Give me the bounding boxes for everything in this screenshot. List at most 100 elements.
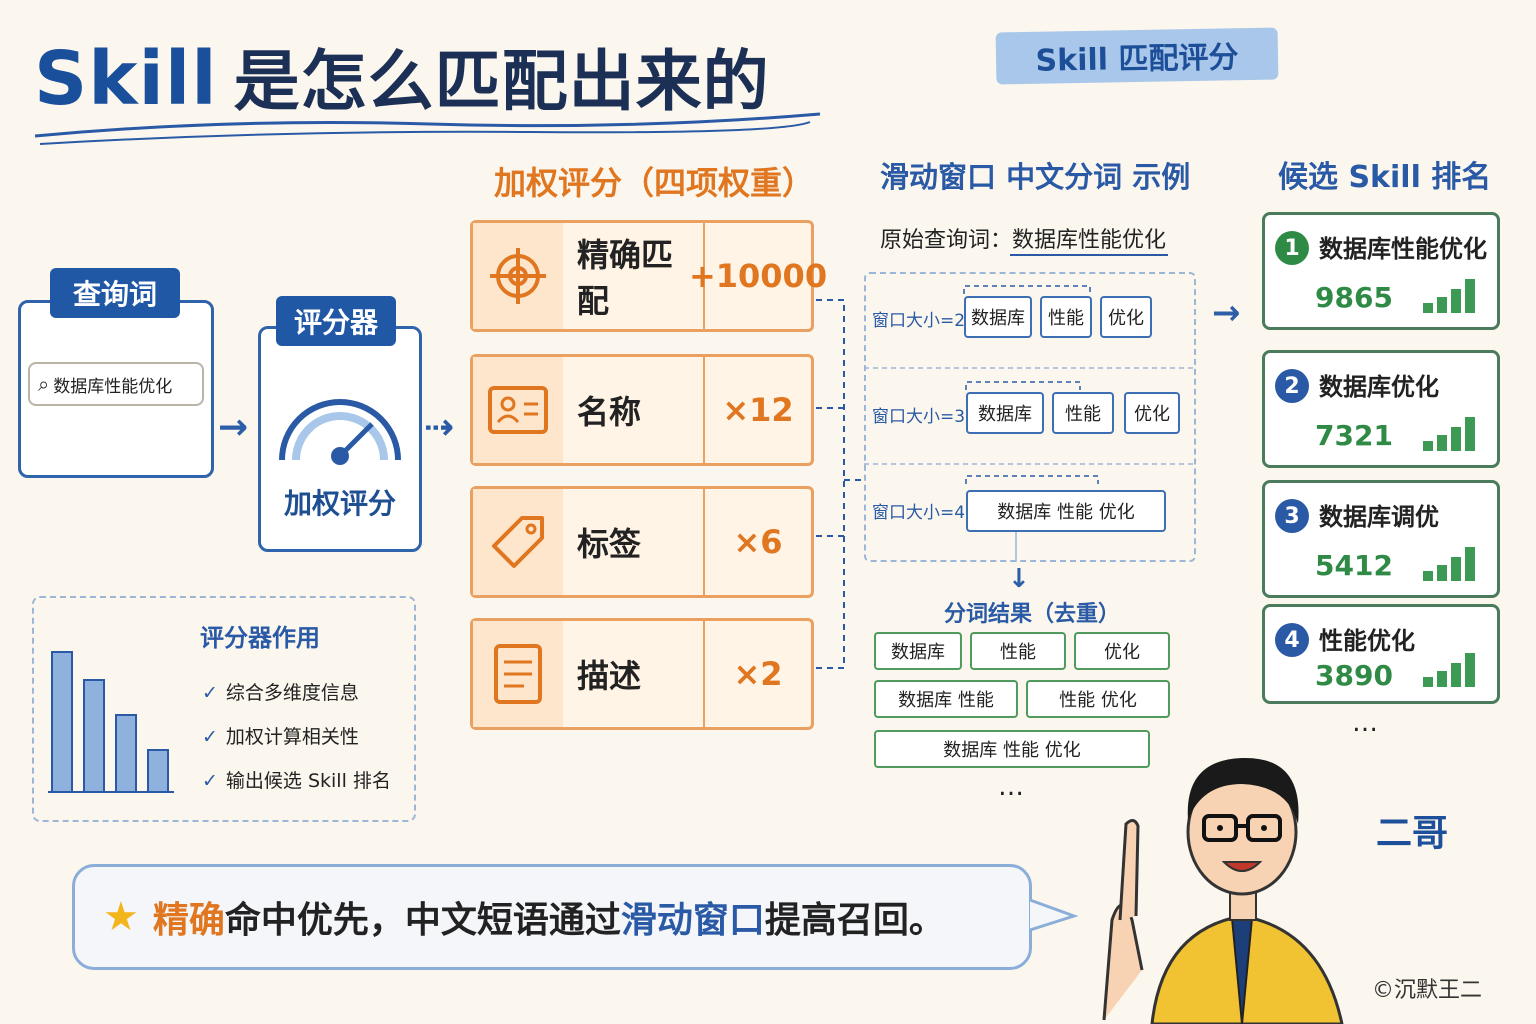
original-query: 原始查询词：数据库性能优化 bbox=[880, 222, 1166, 254]
window-token: 数据库 bbox=[966, 392, 1044, 434]
role-bar bbox=[115, 714, 137, 793]
role-item: ✓ 综合多维度信息 bbox=[202, 678, 359, 705]
weight-name: 名称 bbox=[577, 393, 642, 431]
weight-card-tag: 标签 ×6 bbox=[470, 486, 814, 598]
rank-score: 9865 bbox=[1315, 281, 1393, 314]
role-item: ✓输出候选 Skill 排名 bbox=[202, 766, 391, 793]
target-icon bbox=[473, 223, 563, 329]
weights-title: 加权评分（四项权重） bbox=[494, 164, 815, 202]
ranking-ellipsis: … bbox=[1352, 708, 1382, 738]
window-token: 性能 bbox=[1052, 392, 1114, 434]
role-item-text: 输出候选 Skill 排名 bbox=[225, 770, 391, 792]
gauge-icon bbox=[279, 399, 401, 465]
check-icon: ✓ bbox=[202, 682, 218, 704]
weight-name: 标签 bbox=[577, 525, 642, 563]
window-token: 优化 bbox=[1100, 296, 1152, 338]
window-label: 窗口大小=3 bbox=[872, 407, 966, 427]
rank-score: 5412 bbox=[1315, 549, 1393, 582]
ranking-title: 候选 Skill 排名 bbox=[1278, 160, 1492, 195]
ranking-card: 1 数据库性能优化 9865 bbox=[1262, 212, 1500, 330]
title-main: Skill bbox=[34, 36, 218, 122]
arrow-right-icon: → bbox=[218, 407, 249, 448]
rank-name: 数据库调优 bbox=[1319, 503, 1439, 531]
window-token: 数据库 bbox=[964, 296, 1032, 338]
signal-bars-icon bbox=[1423, 279, 1475, 313]
search-value: 数据库性能优化 bbox=[53, 376, 173, 397]
role-bar bbox=[51, 651, 73, 793]
segment-token: 性能 优化 bbox=[1026, 680, 1170, 718]
signal-bars-icon bbox=[1423, 653, 1475, 687]
weight-value: +10000 bbox=[689, 223, 827, 329]
window-token: 性能 bbox=[1040, 296, 1092, 338]
rank-name: 数据库优化 bbox=[1319, 373, 1439, 401]
rank-score: 3890 bbox=[1315, 659, 1393, 692]
summary-bubble: ★ 精确命中优先，中文短语通过滑动窗口提高召回。 bbox=[72, 864, 1032, 970]
header-tag: Skill 匹配评分 bbox=[995, 27, 1279, 85]
rank-badge: 3 bbox=[1275, 499, 1309, 533]
window-box bbox=[864, 272, 1196, 562]
arrow-right-icon: → bbox=[1212, 293, 1241, 333]
check-icon: ✓ bbox=[202, 726, 218, 748]
weight-card-exact: 精确匹配 +10000 bbox=[470, 220, 827, 332]
role-bar bbox=[147, 749, 169, 793]
character-illustration bbox=[1102, 757, 1344, 1024]
window-label: 窗口大小=2 bbox=[872, 311, 966, 331]
arrow-dashed-icon: ⇢ bbox=[424, 407, 455, 448]
original-underline bbox=[1010, 254, 1168, 256]
window-dividers bbox=[864, 285, 1196, 562]
rank-badge: 2 bbox=[1275, 369, 1309, 403]
role-title: 评分器作用 bbox=[200, 624, 320, 652]
rank-name: 数据库性能优化 bbox=[1319, 235, 1487, 263]
ranking-card: 2 数据库优化 7321 bbox=[1262, 350, 1500, 468]
query-header: 查询词 bbox=[50, 268, 180, 318]
bubble-highlight: 精确 bbox=[152, 900, 225, 941]
rank-badge: 4 bbox=[1275, 623, 1309, 657]
tag-icon bbox=[473, 489, 563, 595]
star-icon: ★ bbox=[103, 894, 139, 940]
signature: 二哥 bbox=[1376, 813, 1449, 854]
original-label: 原始查询词： bbox=[880, 228, 1013, 253]
weight-name: 描述 bbox=[577, 657, 642, 695]
weight-value: ×12 bbox=[703, 357, 811, 463]
id-card-icon bbox=[473, 357, 563, 463]
original-value: 数据库性能优化 bbox=[1012, 228, 1167, 253]
signal-bars-icon bbox=[1423, 547, 1475, 581]
document-icon bbox=[473, 621, 563, 727]
weight-connector bbox=[816, 299, 862, 669]
scorer-role-box bbox=[32, 596, 416, 822]
window-token: 数据库 性能 优化 bbox=[966, 490, 1166, 532]
role-item-text: 加权计算相关性 bbox=[225, 726, 359, 748]
scorer-label: 加权评分 bbox=[283, 487, 396, 520]
ranking-card: 4 性能优化 3890 bbox=[1262, 604, 1500, 704]
search-input[interactable]: ⌕数据库性能优化 bbox=[28, 362, 204, 406]
title-underline bbox=[34, 112, 821, 145]
weight-value: ×2 bbox=[703, 621, 811, 727]
rank-name: 性能优化 bbox=[1319, 627, 1415, 655]
weight-card-name: 名称 ×12 bbox=[470, 354, 814, 466]
segment-token: 数据库 性能 bbox=[874, 680, 1018, 718]
role-bar bbox=[83, 679, 105, 793]
rank-badge: 1 bbox=[1275, 231, 1309, 265]
copyright: ©沉默王二 bbox=[1372, 978, 1483, 1003]
rank-score: 7321 bbox=[1315, 419, 1393, 452]
search-icon: ⌕ bbox=[38, 372, 50, 396]
segment-token: 性能 bbox=[970, 632, 1066, 670]
arrow-down-icon: ↓ bbox=[1008, 564, 1030, 594]
segment-result-title: 分词结果（去重） bbox=[944, 602, 1121, 627]
bubble-tail bbox=[1029, 898, 1078, 932]
bubble-text: 提高召回。 bbox=[764, 900, 945, 941]
segment-token: 优化 bbox=[1074, 632, 1170, 670]
segment-token: 数据库 性能 优化 bbox=[874, 730, 1150, 768]
bubble-highlight: 滑动窗口 bbox=[620, 900, 765, 941]
segment-ellipsis: … bbox=[998, 772, 1028, 802]
window-title: 滑动窗口 中文分词 示例 bbox=[880, 160, 1191, 194]
ranking-card: 3 数据库调优 5412 bbox=[1262, 480, 1500, 598]
signal-bars-icon bbox=[1423, 417, 1475, 451]
role-item: ✓ 加权计算相关性 bbox=[202, 722, 359, 749]
weight-card-description: 描述 ×2 bbox=[470, 618, 814, 730]
role-item-text: 综合多维度信息 bbox=[225, 682, 359, 704]
scorer-header: 评分器 bbox=[276, 296, 396, 346]
weight-value: ×6 bbox=[703, 489, 811, 595]
window-label: 窗口大小=4 bbox=[872, 503, 966, 523]
